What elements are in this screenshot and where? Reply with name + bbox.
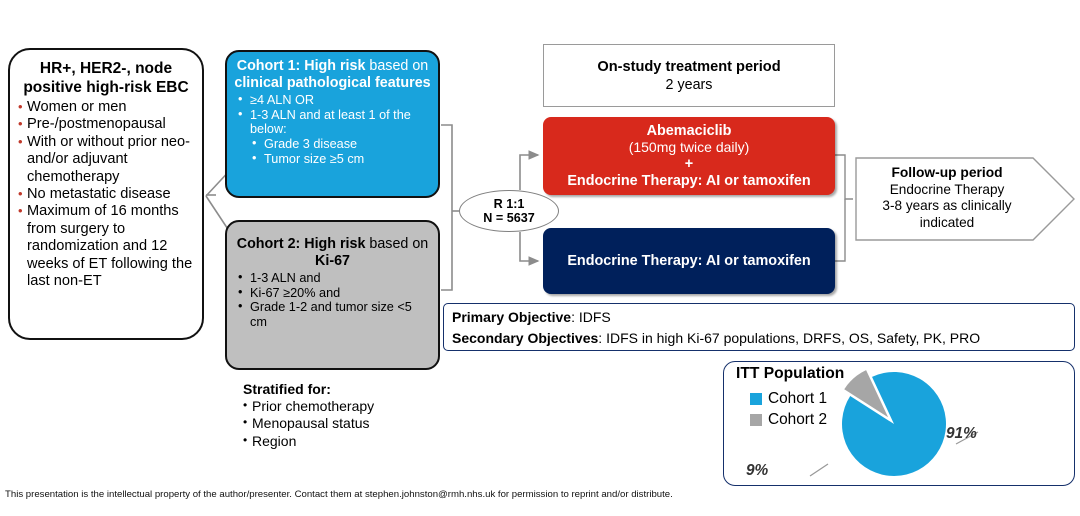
list-item: ≥4 ALN OR (234, 92, 431, 108)
follow-up-line3: 3-8 years as clinically (882, 198, 1012, 214)
randomization-ratio: R 1:1 (493, 196, 525, 211)
leader-line-91 (955, 431, 979, 445)
pie-chart (809, 370, 979, 477)
list-item: Region (243, 432, 463, 450)
list-item: Ki-67 ≥20% and (234, 285, 431, 301)
list-item: 1-3 ALN and at least 1 of the below: (234, 107, 431, 137)
cohort-1-heading-strong2: clinical pathological features (234, 74, 431, 91)
primary-objective-label: Primary Objective (452, 309, 572, 325)
cohort-2-heading-plain: based on (365, 236, 429, 252)
cohort-2-heading-strong1: Cohort 2: High risk (236, 236, 366, 252)
list-item: Women or men (18, 98, 194, 116)
cohort-1-heading-plain: based on (365, 58, 429, 74)
follow-up-period-arrow: Follow-up period Endocrine Therapy 3-8 y… (855, 157, 1075, 241)
cohort-1-heading: Cohort 1: High risk based on clinical pa… (234, 58, 431, 91)
on-study-duration: 2 years (665, 76, 713, 93)
cohort-2-criteria-list: 1-3 ALN and Ki-67 ≥20% and Grade 1-2 and… (234, 270, 431, 329)
legend-swatch-cohort-1 (750, 392, 762, 405)
list-item: Prior chemotherapy (243, 397, 463, 415)
list-item: Tumor size ≥5 cm (234, 151, 431, 167)
list-item: 1-3 ALN and (234, 270, 431, 286)
secondary-objective-label: Secondary Objectives (452, 330, 599, 346)
list-item: With or without prior neo- and/or adjuva… (18, 133, 194, 186)
eligibility-criteria-box: HR+, HER2-, node positive high-risk EBC … (8, 48, 204, 340)
treatment-arm-control: Endocrine Therapy: AI or tamoxifen (543, 228, 835, 294)
primary-objective-value: : IDFS (571, 309, 611, 325)
list-item: Grade 3 disease (234, 136, 431, 152)
chart-legend: Cohort 1 Cohort 2 (750, 388, 827, 430)
stratification-list: Prior chemotherapy Menopausal status Reg… (243, 397, 463, 450)
cohort-2-box: Cohort 2: High risk based on Ki-67 1-3 A… (225, 220, 440, 370)
legend-label-cohort-1: Cohort 1 (768, 390, 828, 407)
pie-label-cohort-2: 9% (746, 462, 769, 479)
control-arm-label: Endocrine Therapy: AI or tamoxifen (567, 252, 811, 269)
legend-label-cohort-2: Cohort 2 (768, 411, 828, 428)
list-item: Maximum of 16 months from surgery to ran… (18, 202, 194, 290)
follow-up-line4: indicated (919, 214, 975, 230)
list-item: Pre-/postmenopausal (18, 115, 194, 133)
abemaciclib-dose: (150mg twice daily) (628, 139, 750, 156)
cohort-2-heading-strong2: Ki-67 (315, 252, 350, 269)
arrow-shape-icon (855, 157, 1075, 241)
follow-up-text: Follow-up period Endocrine Therapy 3-8 y… (861, 165, 1033, 231)
stratification-heading: Stratified for: (243, 381, 331, 397)
follow-up-title: Follow-up period (891, 165, 1003, 180)
itt-population-panel: ITT Population Cohort 1 Cohort 2 91% 9% (723, 361, 1075, 486)
list-item: Grade 1-2 and tumor size <5 cm (234, 299, 431, 329)
eligibility-title: HR+, HER2-, node positive high-risk EBC (23, 60, 189, 96)
list-item: Menopausal status (243, 414, 463, 432)
secondary-objective-value: : IDFS in high Ki-67 populations, DRFS, … (598, 330, 981, 346)
eligibility-bullet-list: Women or men Pre-/postmenopausal With or… (18, 98, 194, 290)
cohort-1-heading-strong1: Cohort 1: High risk (236, 58, 366, 74)
objectives-box: Primary Objective: IDFS Secondary Object… (443, 303, 1075, 351)
on-study-title: On-study treatment period (597, 58, 781, 75)
secondary-objective-row: Secondary Objectives: IDFS in high Ki-67… (452, 328, 1066, 349)
cohort-1-box: Cohort 1: High risk based on clinical pa… (225, 50, 440, 198)
pie-slice-cohort-2 (844, 370, 889, 418)
abemaciclib-drug-name: Abemaciclib (646, 122, 732, 139)
pie-label-cohort-1: 91% (946, 425, 977, 442)
legend-item-cohort-1: Cohort 1 (750, 388, 827, 409)
legend-item-cohort-2: Cohort 2 (750, 409, 827, 430)
legend-swatch-cohort-2 (750, 413, 762, 426)
leader-line-9 (809, 463, 829, 477)
cohort-1-criteria-list: ≥4 ALN OR 1-3 ALN and at least 1 of the … (234, 92, 431, 167)
treatment-arm-abemaciclib: Abemaciclib (150mg twice daily) + Endocr… (543, 117, 835, 195)
footer-disclaimer: This presentation is the intellectual pr… (5, 489, 673, 500)
on-study-period-box: On-study treatment period 2 years (543, 44, 835, 107)
primary-objective-row: Primary Objective: IDFS (452, 307, 1066, 328)
abemaciclib-backbone-therapy: Endocrine Therapy: AI or tamoxifen (567, 172, 811, 189)
chart-title: ITT Population (736, 365, 845, 382)
cohort-2-heading: Cohort 2: High risk based on Ki-67 (234, 236, 431, 269)
pie-slice-cohort-1 (842, 372, 946, 476)
list-item: No metastatic disease (18, 185, 194, 203)
plus-sign: + (684, 156, 694, 172)
stratification-factors: Stratified for: Prior chemotherapy Menop… (243, 381, 463, 450)
randomization-node: R 1:1 N = 5637 (459, 190, 559, 232)
follow-up-line2: Endocrine Therapy (889, 181, 1005, 197)
randomization-n: N = 5637 (483, 211, 535, 225)
